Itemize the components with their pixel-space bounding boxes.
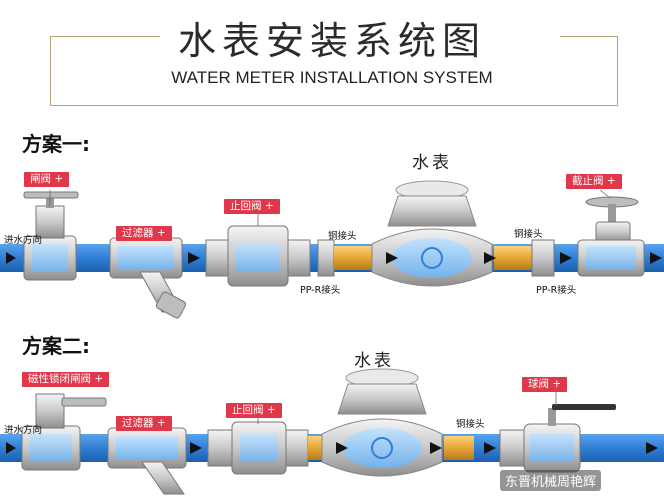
plan1-ppr-joint-left — [317, 239, 335, 277]
plan1-ppr-joint-left-label: PP-R接头 — [300, 285, 341, 296]
plan1-gate-valve-tag: 闸阀 + — [24, 172, 70, 187]
plan2-meter-label: 水表 — [354, 351, 394, 371]
plan1-flow-arrow — [560, 252, 572, 264]
plan1-copper-joint-left-label: 铜接头 — [328, 231, 357, 242]
plan2-check-valve-tag: 止回阀 + — [226, 403, 282, 418]
plan1-meter-label: 水表 — [412, 153, 452, 173]
plan2-flow-arrow — [484, 442, 496, 454]
plan1-inlet-label: 进水方向 — [4, 235, 43, 246]
plan1-water-meter — [371, 180, 493, 287]
plan1-check-valve — [205, 225, 311, 287]
plan2-flow-arrow — [336, 442, 348, 454]
plan2-magnetic-valve-tag: 磁性锁闭闸阀 + — [22, 372, 110, 387]
plan1-inlet-arrow — [6, 252, 16, 264]
plan1-flow-arrow — [188, 252, 200, 264]
plan2-ball-valve — [499, 404, 616, 473]
frame-top-right — [560, 36, 618, 37]
plan1-filter-tag: 过滤器 + — [116, 226, 172, 241]
frame-bottom — [50, 105, 618, 106]
plan2-diagram — [0, 368, 664, 495]
plan1-title: 方案一: — [22, 132, 90, 156]
plan2-water-meter — [321, 368, 443, 477]
title-chinese: 水表安装系统图 — [177, 19, 486, 63]
plan1-ppr-joint-right-label: PP-R接头 — [536, 285, 577, 296]
plan1-copper-joint-right — [494, 246, 532, 270]
plan2-flow-arrow — [430, 442, 442, 454]
frame-right — [617, 36, 618, 106]
title-english: WATER METER INSTALLATION SYSTEM — [171, 68, 493, 87]
plan1-copper-joint-left — [334, 246, 372, 270]
plan2-magnetic-valve — [21, 393, 107, 471]
frame-top-left — [50, 36, 160, 37]
plan1-gate-valve — [23, 191, 79, 281]
plan1-ppr-joint-right — [531, 239, 555, 277]
plan1-check-valve-tag: 止回阀 + — [224, 199, 280, 214]
plan1-copper-joint-right-label: 铜接头 — [514, 229, 543, 240]
plan2-inlet-label: 进水方向 — [4, 425, 43, 436]
plan1-diagram — [0, 180, 664, 319]
plan1-stop-valve — [577, 196, 645, 277]
plan2-check-valve — [207, 421, 309, 475]
plan1-filter — [109, 237, 187, 319]
plan2-inlet-arrow — [6, 442, 16, 454]
plan2-ball-valve-tag: 球阀 + — [522, 377, 568, 392]
plan2-flow-arrow — [646, 442, 658, 454]
plan2-flow-arrow — [190, 442, 202, 454]
plan2-copper-joint-right — [444, 436, 474, 460]
plan1-stop-valve-tag: 截止阀 + — [566, 174, 622, 189]
watermark: 东晋机械周艳辉 — [500, 470, 602, 491]
plan1-flow-arrow — [386, 252, 398, 264]
frame-left — [50, 36, 51, 106]
plan1-flow-arrow — [650, 252, 662, 264]
plan2-copper-joint-label: 铜接头 — [456, 419, 485, 430]
leader-line — [599, 189, 611, 199]
plan2-title: 方案二: — [22, 334, 90, 358]
plan2-filter-tag: 过滤器 + — [116, 416, 172, 431]
plan2-filter — [107, 427, 187, 495]
plan1-flow-arrow — [484, 252, 496, 264]
